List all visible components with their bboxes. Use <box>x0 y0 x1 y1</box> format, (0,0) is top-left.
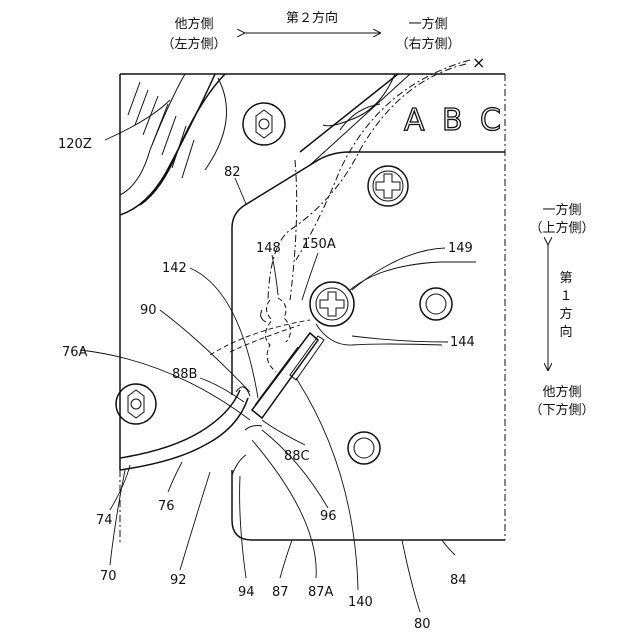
label-120Z: 120Z <box>58 137 92 152</box>
panel-letter-c: C <box>480 103 501 138</box>
label-140: 140 <box>348 595 373 610</box>
upper-side-paren-label: （上方側） <box>529 220 594 236</box>
label-150A: 150A <box>302 237 336 252</box>
phillips-screw-149 <box>310 282 354 326</box>
first-direction-char-2: １ <box>559 289 572 304</box>
plate-bottom-outline <box>232 470 505 540</box>
lower-side-paren-label: （下方側） <box>529 402 594 418</box>
right-side-paren-label: （右方側） <box>395 36 460 52</box>
label-80: 80 <box>414 617 431 632</box>
label-94: 94 <box>238 585 255 600</box>
label-76: 76 <box>158 499 175 514</box>
label-76A: 76A <box>62 345 88 360</box>
left-side-label: 他方側 <box>174 16 213 32</box>
first-direction-char-3: 方 <box>559 306 572 322</box>
label-144: 144 <box>450 335 475 350</box>
left-side-paren-label: （左方側） <box>161 36 226 52</box>
lower-side-label: 他方側 <box>542 384 581 400</box>
label-148: 148 <box>256 241 281 256</box>
spring-148 <box>261 298 291 372</box>
second-direction-label: 第２方向 <box>286 10 338 26</box>
label-70: 70 <box>100 569 117 584</box>
component-140 <box>252 333 324 418</box>
label-88B: 88B <box>172 367 197 382</box>
label-82: 82 <box>224 165 241 180</box>
label-92: 92 <box>170 573 187 588</box>
right-side-label: 一方側 <box>408 16 447 32</box>
first-direction-char-1: 第 <box>559 271 572 286</box>
second-direction-indicator: 第２方向 他方側 （左方側） 一方側 （右方側） <box>161 10 460 52</box>
leader-lines <box>80 100 455 612</box>
panel-letter-b: B <box>442 103 463 138</box>
upper-left-rib <box>120 74 226 215</box>
upper-side-label: 一方側 <box>542 202 581 218</box>
cross-mark: × <box>472 53 485 72</box>
first-direction-char-4: 向 <box>559 324 572 340</box>
label-87A: 87A <box>308 585 334 600</box>
label-87: 87 <box>272 585 289 600</box>
label-96: 96 <box>320 509 337 524</box>
main-plate <box>232 74 505 540</box>
label-142: 142 <box>162 261 187 276</box>
housing-frame <box>120 74 505 545</box>
round-hole-right <box>420 288 452 320</box>
first-direction-indicator: 一方側 （上方側） 第 １ 方 向 他方側 （下方側） <box>529 202 594 418</box>
panel-letter-a: A <box>404 103 425 138</box>
torx-screw-bottom <box>116 384 156 424</box>
label-88C: 88C <box>284 449 310 464</box>
label-74: 74 <box>96 513 113 528</box>
label-90: 90 <box>140 303 157 318</box>
phillips-screw-upper <box>368 166 408 206</box>
torx-screw-top <box>243 103 285 145</box>
label-149: 149 <box>448 241 473 256</box>
label-84: 84 <box>450 573 467 588</box>
round-hole-lower <box>348 432 380 464</box>
cable-path-a <box>296 60 470 260</box>
